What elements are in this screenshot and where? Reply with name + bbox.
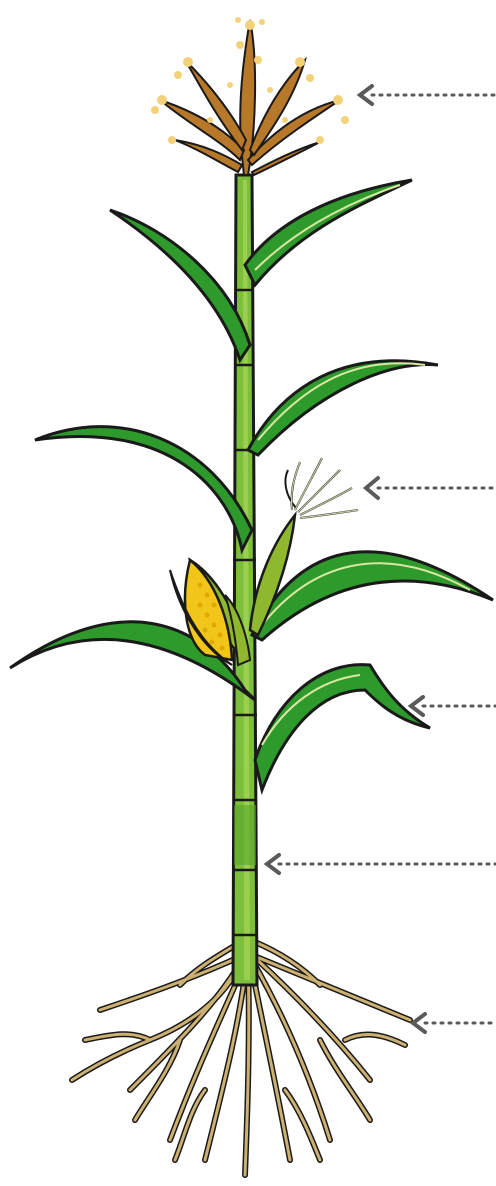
stalk (233, 175, 257, 985)
pointer-silk (366, 478, 496, 498)
pointer-tassel (360, 86, 496, 104)
tassel (151, 17, 349, 175)
pointer-stalk (267, 855, 496, 873)
pointer-roots (413, 1014, 496, 1032)
pointer-leaf (411, 697, 496, 715)
